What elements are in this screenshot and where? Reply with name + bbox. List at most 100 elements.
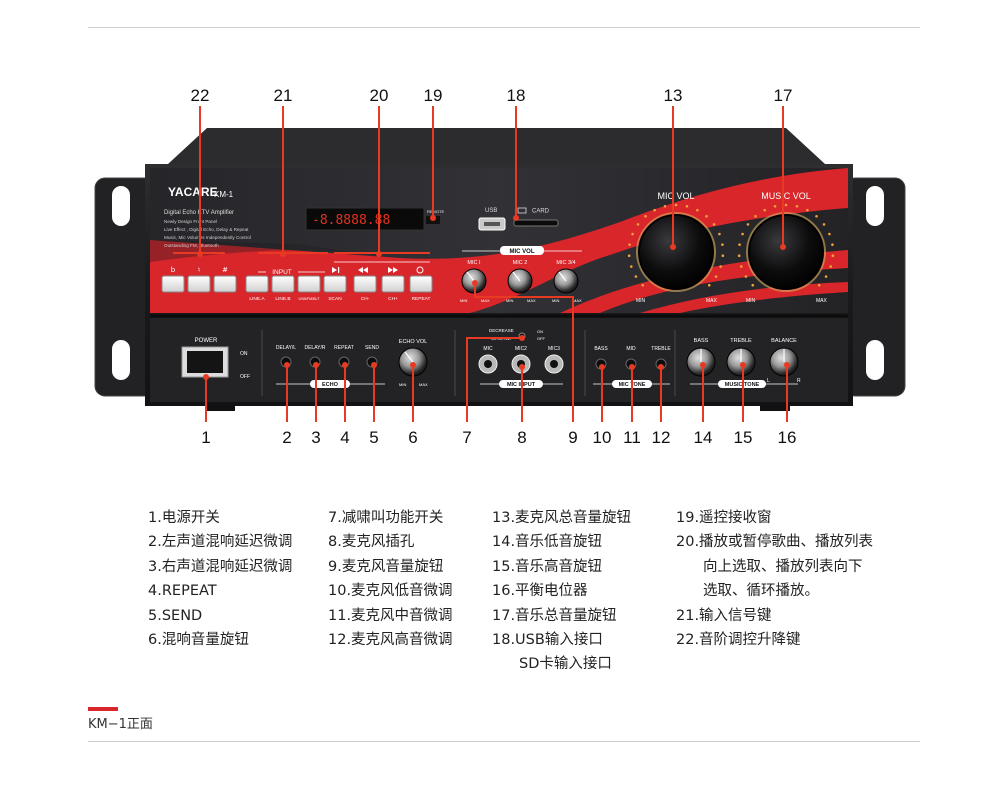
mic-jack-1[interactable] <box>478 354 498 374</box>
led-display <box>305 207 425 231</box>
mic1-min-label: MIN <box>460 298 467 303</box>
mic2-volume-knob[interactable] <box>507 268 533 294</box>
whistle-off-label: OFF <box>537 336 546 341</box>
callout-9: 9 <box>568 428 578 447</box>
callout-3: 3 <box>311 428 321 447</box>
legend-item: 12.麦克风高音微调 <box>328 632 453 649</box>
line-b-button[interactable] <box>271 275 295 293</box>
legend-item: 3.右声道混响延迟微调 <box>148 558 293 575</box>
music-vol-min-label: MIN <box>746 298 756 304</box>
mic2-min-label: MIN <box>506 298 513 303</box>
pause-bar-icon <box>338 267 340 273</box>
scale-dot <box>784 203 788 207</box>
mic-jack-3[interactable] <box>544 354 564 374</box>
power-switch[interactable] <box>181 346 229 378</box>
legend-item: 15.音乐高音旋钮 <box>492 558 603 575</box>
play-pause-icon <box>332 267 337 273</box>
scale-dot <box>718 232 721 236</box>
sd-card-slot[interactable] <box>513 219 559 227</box>
model-label: KM-1 <box>214 190 234 199</box>
tone-flat-glyph: b <box>171 266 176 274</box>
mic-master-volume-knob[interactable] <box>636 212 716 292</box>
ch-plus-button[interactable] <box>381 275 405 293</box>
repeat-icon <box>416 266 424 274</box>
legend-item: 14.音乐低音旋钮 <box>492 534 603 551</box>
legend-item: 18.USB输入接口 <box>492 632 603 649</box>
line-b-label: LINE.B <box>275 296 290 302</box>
scale-dot <box>631 232 634 236</box>
mic-vol-scale-ticks <box>627 203 725 287</box>
legend-item: 5.SEND <box>148 607 203 624</box>
legend-column-2: 7.减啸叫功能开关 8.麦克风插孔 9.麦克风音量旋钮 10.麦克风低音微调 1… <box>328 506 453 652</box>
bottom-divider <box>88 741 920 742</box>
amplifier-front-panel: YACARE KM-1 Digital Echo KTV Amplifier N… <box>94 128 906 411</box>
callout-15: 15 <box>733 428 753 447</box>
scale-dot <box>773 204 777 208</box>
scale-dot <box>712 223 716 226</box>
scale-dot <box>628 243 631 246</box>
mic2-max-label: MAX <box>527 298 536 303</box>
legend-item: 21.输入信号键 <box>676 607 772 624</box>
send-label: SEND <box>365 345 379 351</box>
mic2-knob-label: MIC 2 <box>513 260 528 266</box>
callout-4: 4 <box>340 428 350 447</box>
scan-label: SCAN <box>328 296 342 302</box>
scale-dot <box>822 223 826 226</box>
scale-dot <box>763 208 766 212</box>
echo-vol-min-label: MIN <box>399 382 406 387</box>
callout-22: 22 <box>190 86 210 105</box>
ch-minus-button[interactable] <box>353 275 377 293</box>
scan-button[interactable] <box>323 275 347 293</box>
callout-18: 18 <box>506 86 526 105</box>
scale-dot <box>744 275 748 278</box>
tone-natural-button[interactable] <box>187 275 211 293</box>
callout-5: 5 <box>369 428 379 447</box>
scale-dot <box>674 203 678 207</box>
balance-l-label: L <box>767 378 770 384</box>
scale-dot <box>630 265 633 268</box>
callout-8: 8 <box>517 428 527 447</box>
mic34-knob-label: MIC 3/4 <box>556 260 575 266</box>
legend-item: 4.REPEAT <box>148 583 217 600</box>
input-group-label: INPUT <box>272 269 292 276</box>
tone-sharp-button[interactable] <box>213 275 237 293</box>
echo-repeat-label: REPEAT <box>334 345 354 351</box>
music-bass-label: BASS <box>694 338 709 344</box>
scale-dot <box>721 254 725 257</box>
mic34-min-label: MIN <box>552 298 559 303</box>
callout-11: 11 <box>623 428 641 447</box>
scale-dot <box>824 275 828 278</box>
scale-dot <box>696 208 699 212</box>
power-on-label: ON <box>240 351 248 357</box>
legend-item: 19.遥控接收窗 <box>676 510 772 526</box>
mic34-volume-knob[interactable] <box>553 268 579 294</box>
line-a-button[interactable] <box>245 275 269 293</box>
tone-flat-button[interactable] <box>161 275 185 293</box>
scale-dot <box>817 283 821 287</box>
delay-l-label: DELAY/L <box>276 345 296 351</box>
scale-dot <box>653 208 656 212</box>
legend-item: 7.减啸叫功能开关 <box>328 510 444 526</box>
legend-item: 9.麦克风音量旋钮 <box>328 558 444 575</box>
legend-column-1: 1.电源开关 2.左声道混响延迟微调 3.右声道混响延迟微调 4.REPEAT … <box>148 506 292 652</box>
callout-10: 10 <box>592 428 612 447</box>
scale-dot <box>831 243 834 246</box>
legend-item: 向上选取、播放列表向下 <box>703 558 863 575</box>
usb-fm-bt-button[interactable] <box>297 275 321 293</box>
top-divider <box>88 27 920 28</box>
scale-dot <box>741 232 744 236</box>
scale-dot <box>740 265 743 268</box>
legend-item: 8.麦克风插孔 <box>328 534 415 551</box>
usb-label: USB <box>485 208 497 214</box>
whistle-on-label: ON <box>537 329 543 334</box>
legend-item: 16.平衡电位器 <box>492 583 588 600</box>
music-master-volume-knob[interactable] <box>746 212 826 292</box>
callout-13: 13 <box>663 86 683 105</box>
legend-column-4: 19.遥控接收窗 20.播放或暂停歌曲、播放列表 向上选取、播放列表向下 选取、… <box>676 506 873 652</box>
repeat-button[interactable] <box>409 275 433 293</box>
scale-dot <box>828 232 831 236</box>
legend-item: 10.麦克风低音微调 <box>328 583 453 600</box>
mic-bass-label: BASS <box>594 346 608 352</box>
mic-vol-min-label: MIN <box>636 298 646 304</box>
scale-dot <box>754 214 757 218</box>
